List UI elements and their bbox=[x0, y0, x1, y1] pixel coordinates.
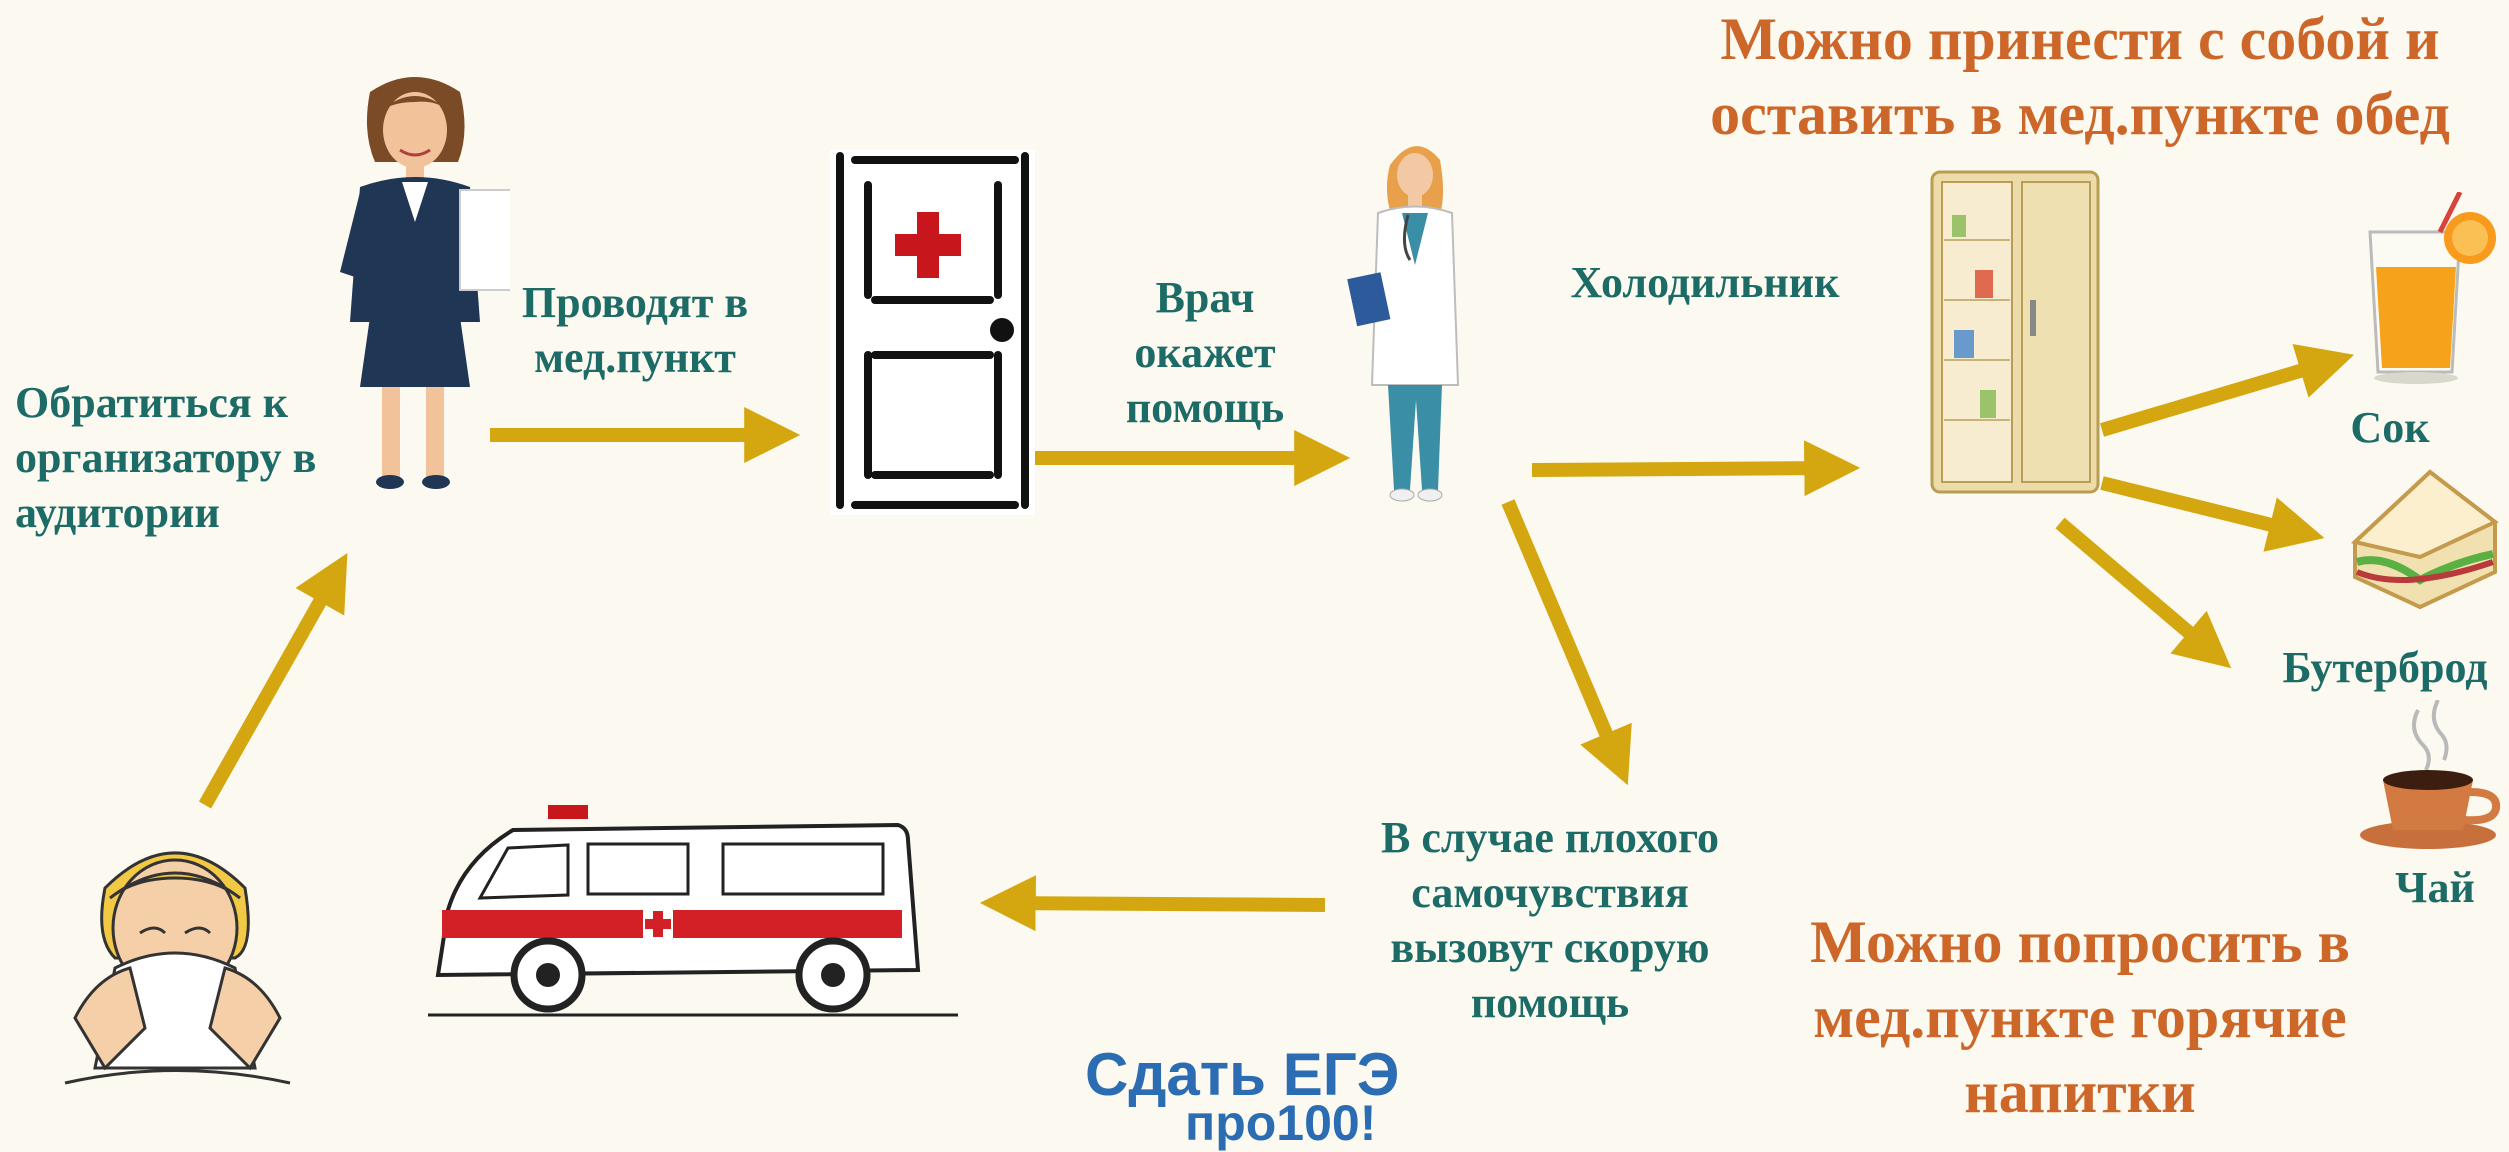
tea-cup-icon bbox=[2360, 700, 2501, 849]
arrow-sick-to-organizer bbox=[198, 553, 348, 809]
sandwich-icon bbox=[2350, 469, 2499, 610]
arrow-fridge-to-juice bbox=[2099, 343, 2355, 437]
step-contact-organizer: Обратиться к организатору в аудитории bbox=[15, 378, 317, 537]
step-escort-to-medpoint: Проводят в мед.пункт bbox=[521, 278, 749, 382]
ambulance-illustration bbox=[428, 805, 958, 1017]
arrow-doctor-to-fridge bbox=[1531, 440, 1861, 497]
logo-line1: Сдать ЕГЭ bbox=[1085, 1041, 1400, 1108]
heading-lunch: Можно принести с собой и оставить в мед.… bbox=[1710, 6, 2450, 147]
item-juice: Сок bbox=[2350, 403, 2430, 452]
sick-person-illustration bbox=[64, 851, 291, 1085]
fridge-icon bbox=[1930, 170, 2100, 494]
logo-line2: про100! bbox=[1185, 1095, 1377, 1151]
step-doctor-help: Врач окажет помощь bbox=[1125, 273, 1285, 432]
heading-hot-drinks: Можно попросить в мед.пункте горячие нап… bbox=[1810, 909, 2350, 1125]
doctor-illustration bbox=[1347, 146, 1460, 502]
arrow-fridge-to-sandwich bbox=[2100, 476, 2325, 552]
medpoint-door-icon bbox=[830, 150, 1035, 515]
arrow-doctor-to-ambulance-note bbox=[1501, 499, 1632, 786]
juice-icon bbox=[2368, 192, 2496, 384]
item-sandwich: Бутерброд bbox=[2282, 643, 2488, 692]
step-fridge: Холодильник bbox=[1570, 258, 1840, 307]
sdat-ege-logo[interactable]: Сдать ЕГЭ про100! bbox=[1075, 1030, 1445, 1151]
arrow-to-ambulance bbox=[979, 875, 1326, 932]
step-call-ambulance: В случае плохого самочувствия вызовут ск… bbox=[1380, 813, 1720, 1027]
item-tea: Чай bbox=[2395, 863, 2475, 912]
arrow-fridge-to-tea bbox=[2055, 517, 2232, 669]
organizer-woman-illustration bbox=[340, 77, 510, 489]
